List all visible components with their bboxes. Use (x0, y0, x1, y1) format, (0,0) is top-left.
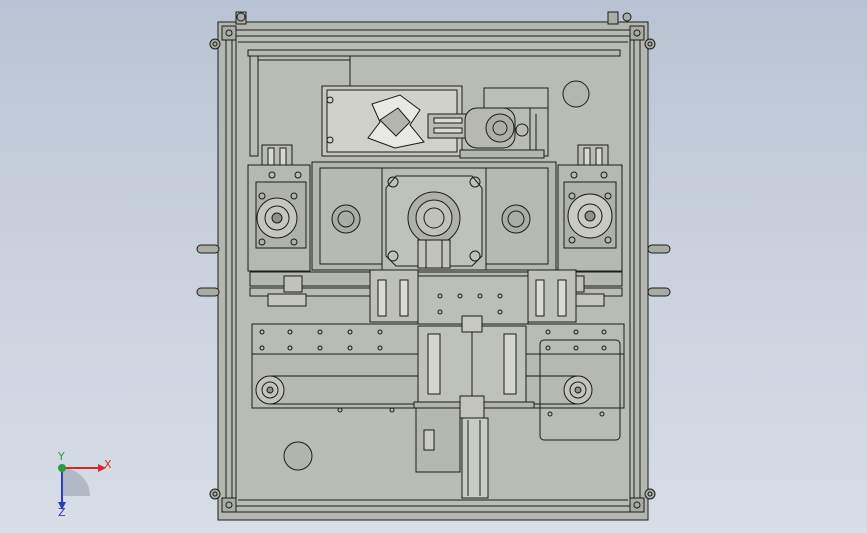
corner-brackets (209, 11, 656, 513)
x-axis-label: X (104, 458, 112, 471)
right-bearing-mount (557, 144, 623, 272)
side-shafts (196, 244, 671, 297)
gripper-assembly (321, 85, 549, 159)
linear-guide-rail (249, 269, 623, 327)
cylinder-slide (413, 315, 535, 499)
top-inner-frame (247, 49, 621, 157)
left-bearing-mount (247, 144, 311, 272)
central-drive-housing (311, 161, 557, 271)
y-axis-label: Y (58, 450, 65, 463)
y-axis-dot (58, 464, 66, 472)
mounting-hole (283, 441, 313, 471)
z-axis-label: Z (58, 506, 66, 519)
